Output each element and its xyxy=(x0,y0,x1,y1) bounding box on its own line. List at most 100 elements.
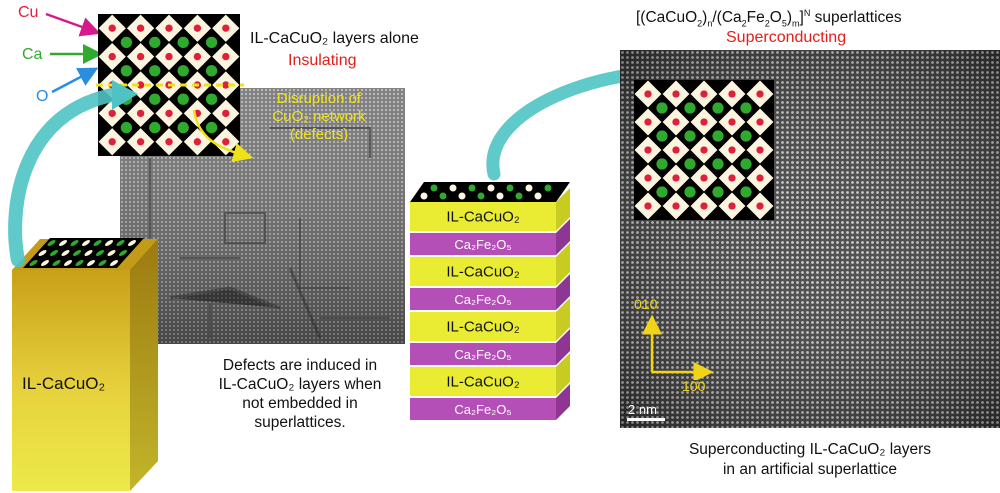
cu-atom xyxy=(644,174,651,181)
superconducting-label: Superconducting xyxy=(726,29,846,47)
ca-atom xyxy=(149,65,160,76)
cu-atom xyxy=(672,174,679,181)
cu-atom xyxy=(756,174,763,181)
ca-atom xyxy=(740,102,751,113)
ca-atom xyxy=(149,37,160,48)
stack-top-atom xyxy=(507,185,514,192)
ca-atom xyxy=(712,158,723,169)
cu-atom xyxy=(700,90,707,97)
stack-layer-label: IL-CaCuO₂ xyxy=(446,319,520,336)
cu-atom xyxy=(756,90,763,97)
stack-top-atom xyxy=(488,185,495,192)
ca-atom xyxy=(740,186,751,197)
stack-layer-label: Ca₂Fe₂O₅ xyxy=(454,237,511,252)
ca-atom xyxy=(656,102,667,113)
axis-100-label: 100 xyxy=(682,378,705,394)
ca-atom xyxy=(684,186,695,197)
cu-atom xyxy=(728,118,735,125)
cu-atom xyxy=(109,25,116,32)
cu-atom xyxy=(700,118,707,125)
ca-atom xyxy=(684,102,695,113)
bottom-caption-line-2: in an artificial superlattice xyxy=(620,460,1000,480)
cu-atom xyxy=(644,146,651,153)
stack-top-atom xyxy=(469,185,476,192)
stack-top-atom xyxy=(526,185,533,192)
stack-top-atom xyxy=(497,193,504,200)
cu-atom xyxy=(137,25,144,32)
cu-atom xyxy=(700,146,707,153)
cu-atom xyxy=(644,202,651,209)
ca-atom xyxy=(684,130,695,141)
stack-layer-label: IL-CaCuO₂ xyxy=(446,209,520,226)
defect-curve-arrow xyxy=(188,108,258,168)
disruption-label: Disruption of CuO₂ network (defects) xyxy=(258,90,380,144)
cu-atom xyxy=(644,118,651,125)
stack-layer-label: Ca₂Fe₂O₅ xyxy=(454,347,511,362)
ca-atom xyxy=(656,130,667,141)
bottom-caption: Superconducting IL-CaCuO₂ layers in an a… xyxy=(620,440,1000,480)
cu-atom xyxy=(672,202,679,209)
disruption-line-1: Disruption of xyxy=(258,90,380,108)
ca-atom xyxy=(178,65,189,76)
ca-atom xyxy=(712,102,723,113)
stack-top-atom xyxy=(421,193,428,200)
scale-bar xyxy=(627,418,665,421)
cu-atom xyxy=(728,174,735,181)
stack-top-atom xyxy=(478,193,485,200)
ca-atom xyxy=(206,37,217,48)
cu-atom xyxy=(165,138,172,145)
ca-atom xyxy=(206,65,217,76)
stack-layer-label: Ca₂Fe₂O₅ xyxy=(454,402,511,417)
cu-atom xyxy=(728,90,735,97)
cu-atom xyxy=(700,202,707,209)
cu-atom xyxy=(222,25,229,32)
cu-atom xyxy=(756,146,763,153)
cu-atom xyxy=(165,53,172,60)
cu-atom xyxy=(728,202,735,209)
ca-atom xyxy=(740,130,751,141)
sc-lattice-schematic xyxy=(634,80,774,220)
ca-atom xyxy=(121,65,132,76)
stack-layer-label: IL-CaCuO₂ xyxy=(446,264,520,281)
cu-atom xyxy=(728,146,735,153)
ca-atom xyxy=(206,94,217,105)
cu-atom xyxy=(700,174,707,181)
superlattice-title: [(CaCuO2)n/(Ca2Fe2O5)m]N superlattices xyxy=(636,8,902,28)
ca-atom xyxy=(178,37,189,48)
insulating-label: Insulating xyxy=(288,52,357,70)
ca-atom xyxy=(740,158,751,169)
cu-atom xyxy=(756,202,763,209)
cu-atom xyxy=(672,146,679,153)
ca-atom xyxy=(178,94,189,105)
cu-atom xyxy=(222,53,229,60)
scale-bar-label: 2 nm xyxy=(628,402,657,417)
cu-atom xyxy=(137,53,144,60)
axis-010-label: 010 xyxy=(634,296,657,312)
disruption-line-2: CuO₂ network xyxy=(258,108,380,126)
sc-lattice-svg xyxy=(634,80,774,220)
cu-atom xyxy=(165,110,172,117)
bottom-caption-line-1: Superconducting IL-CaCuO₂ layers xyxy=(620,440,1000,460)
stack-top-atom xyxy=(459,193,466,200)
stack-top-atom xyxy=(535,193,542,200)
cu-atom xyxy=(756,118,763,125)
cu-atom xyxy=(672,118,679,125)
ca-atom xyxy=(712,130,723,141)
cu-atom xyxy=(194,53,201,60)
disruption-line-3: (defects) xyxy=(258,126,380,144)
layers-alone-label: IL-CaCuO₂ layers alone xyxy=(250,30,419,48)
cu-atom xyxy=(165,25,172,32)
cu-atom xyxy=(109,53,116,60)
bulk-block-label: IL-CaCuO₂ xyxy=(22,374,105,394)
ca-atom xyxy=(121,37,132,48)
stack-layer-label: Ca₂Fe₂O₅ xyxy=(454,292,511,307)
ca-atom xyxy=(656,186,667,197)
ca-atom xyxy=(712,186,723,197)
ca-atom xyxy=(149,122,160,133)
cu-atom xyxy=(194,25,201,32)
ca-atom xyxy=(684,158,695,169)
stack-top-atom xyxy=(545,185,552,192)
stack-layer-label: IL-CaCuO₂ xyxy=(446,374,520,391)
cu-pointer-arrow xyxy=(46,14,96,32)
ca-atom xyxy=(656,158,667,169)
